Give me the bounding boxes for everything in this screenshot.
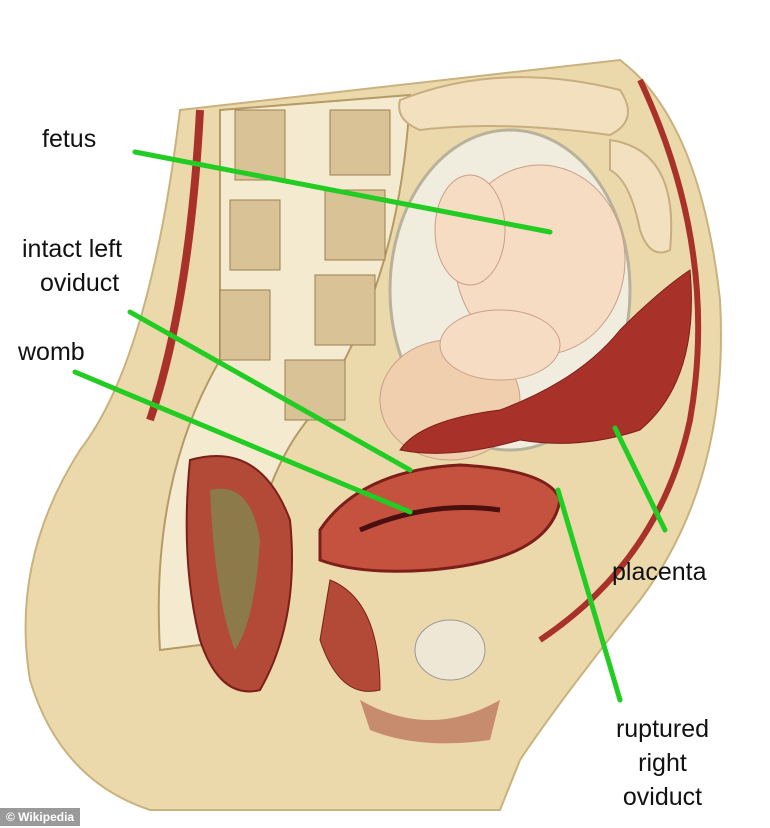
pointer-lines	[72, 149, 668, 703]
pointer-line-ruptured-right-oviduct	[555, 487, 623, 703]
pointer-line-fetus	[132, 149, 553, 235]
label-ruptured-right-oviduct: ruptured right oviduct	[600, 712, 725, 814]
label-intact-left-oviduct: intact left oviduct	[22, 232, 122, 300]
label-line: oviduct	[622, 783, 703, 811]
pointer-line-intact-left-oviduct	[127, 309, 413, 473]
label-line: intact left	[22, 235, 123, 263]
label-line: right	[638, 749, 687, 777]
label-line: ruptured	[615, 715, 710, 743]
label-fetus: fetus	[42, 125, 97, 153]
pointer-line-womb	[72, 369, 413, 515]
image-credit: © Wikipedia	[0, 808, 81, 826]
label-placenta: placenta	[612, 558, 707, 586]
label-womb: womb	[18, 338, 85, 366]
label-line: oviduct	[40, 269, 120, 297]
pointer-line-placenta	[612, 425, 668, 533]
placenta-illustration	[399, 269, 692, 454]
